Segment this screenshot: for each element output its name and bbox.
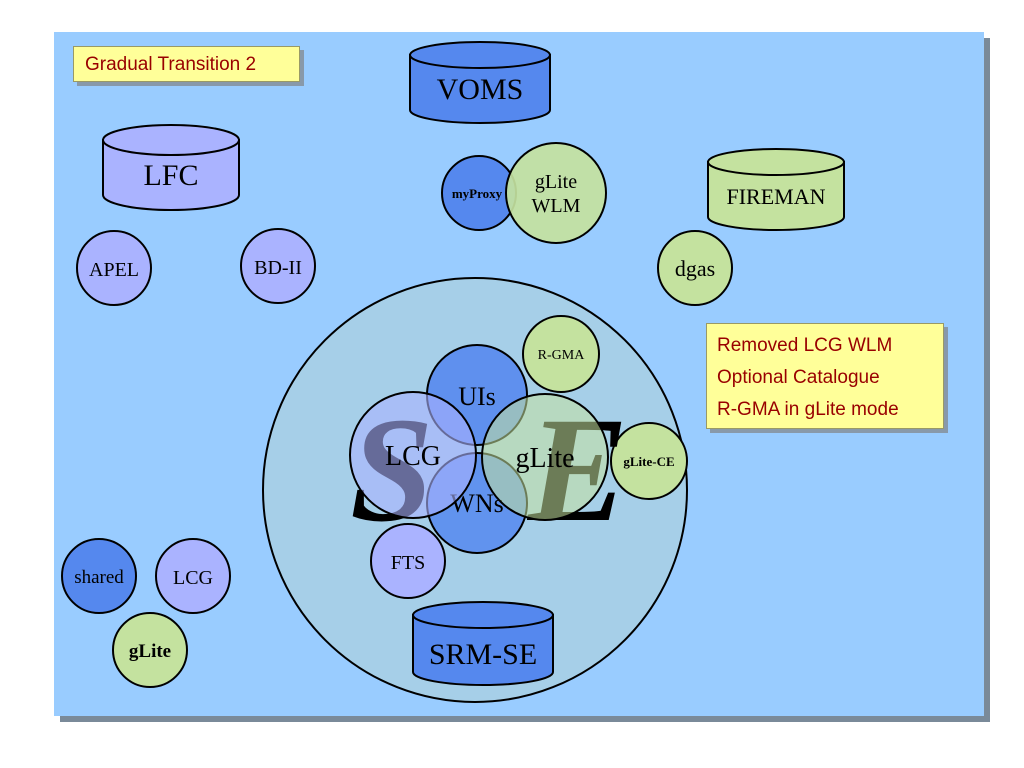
glite-wlm-label-line1: gLite xyxy=(535,171,577,193)
glite-wlm-label-line2: WLM xyxy=(532,195,581,217)
glite-ce-node: gLite-CE xyxy=(610,422,688,500)
lfc-database: LFC xyxy=(102,124,240,211)
legend-lcg: LCG xyxy=(155,538,231,614)
rgma-label: R-GMA xyxy=(538,348,586,363)
glite-ce-label: gLite-CE xyxy=(623,454,674,469)
fireman-database: FIREMAN xyxy=(707,148,845,231)
changes-note: Removed LCG WLM Optional Catalogue R-GMA… xyxy=(706,323,944,429)
change-item: Optional Catalogue xyxy=(717,367,880,388)
fts-node: FTS xyxy=(370,523,446,599)
legend-shared-label: shared xyxy=(74,567,124,588)
dgas-node: dgas xyxy=(657,230,733,306)
bdii-label: BD-II xyxy=(254,257,302,279)
legend-lcg-label: LCG xyxy=(173,567,213,589)
apel-node: APEL xyxy=(76,230,152,306)
srm-se-label: SRM-SE xyxy=(429,638,537,671)
bdii-node: BD-II xyxy=(240,228,316,304)
change-item: Removed LCG WLM xyxy=(717,335,893,356)
change-item: R-GMA in gLite mode xyxy=(717,399,899,420)
fts-label: FTS xyxy=(391,552,425,574)
slide-title: Gradual Transition 2 xyxy=(73,46,300,82)
legend-glite: gLite xyxy=(112,612,188,688)
apel-label: APEL xyxy=(89,259,139,281)
lcg-core-node: LCG xyxy=(349,391,477,519)
voms-label: VOMS xyxy=(437,73,524,106)
glite-wlm-node: gLite WLM xyxy=(505,142,607,244)
rgma-node: R-GMA xyxy=(522,315,600,393)
legend-glite-label: gLite xyxy=(129,641,171,662)
dgas-label: dgas xyxy=(675,256,715,281)
uis-label: UIs xyxy=(458,382,496,411)
fireman-label: FIREMAN xyxy=(726,184,825,209)
srm-se-database: SRM-SE xyxy=(412,601,554,686)
legend-shared: shared xyxy=(61,538,137,614)
lfc-label: LFC xyxy=(143,159,198,192)
glite-core-node: gLite xyxy=(481,393,609,521)
lcg-core-label: LCG xyxy=(385,441,441,472)
myproxy-label: myProxy xyxy=(452,186,503,201)
myproxy-node: myProxy xyxy=(441,155,517,231)
voms-database: VOMS xyxy=(409,41,551,124)
glite-core-label: gLite xyxy=(515,443,574,474)
